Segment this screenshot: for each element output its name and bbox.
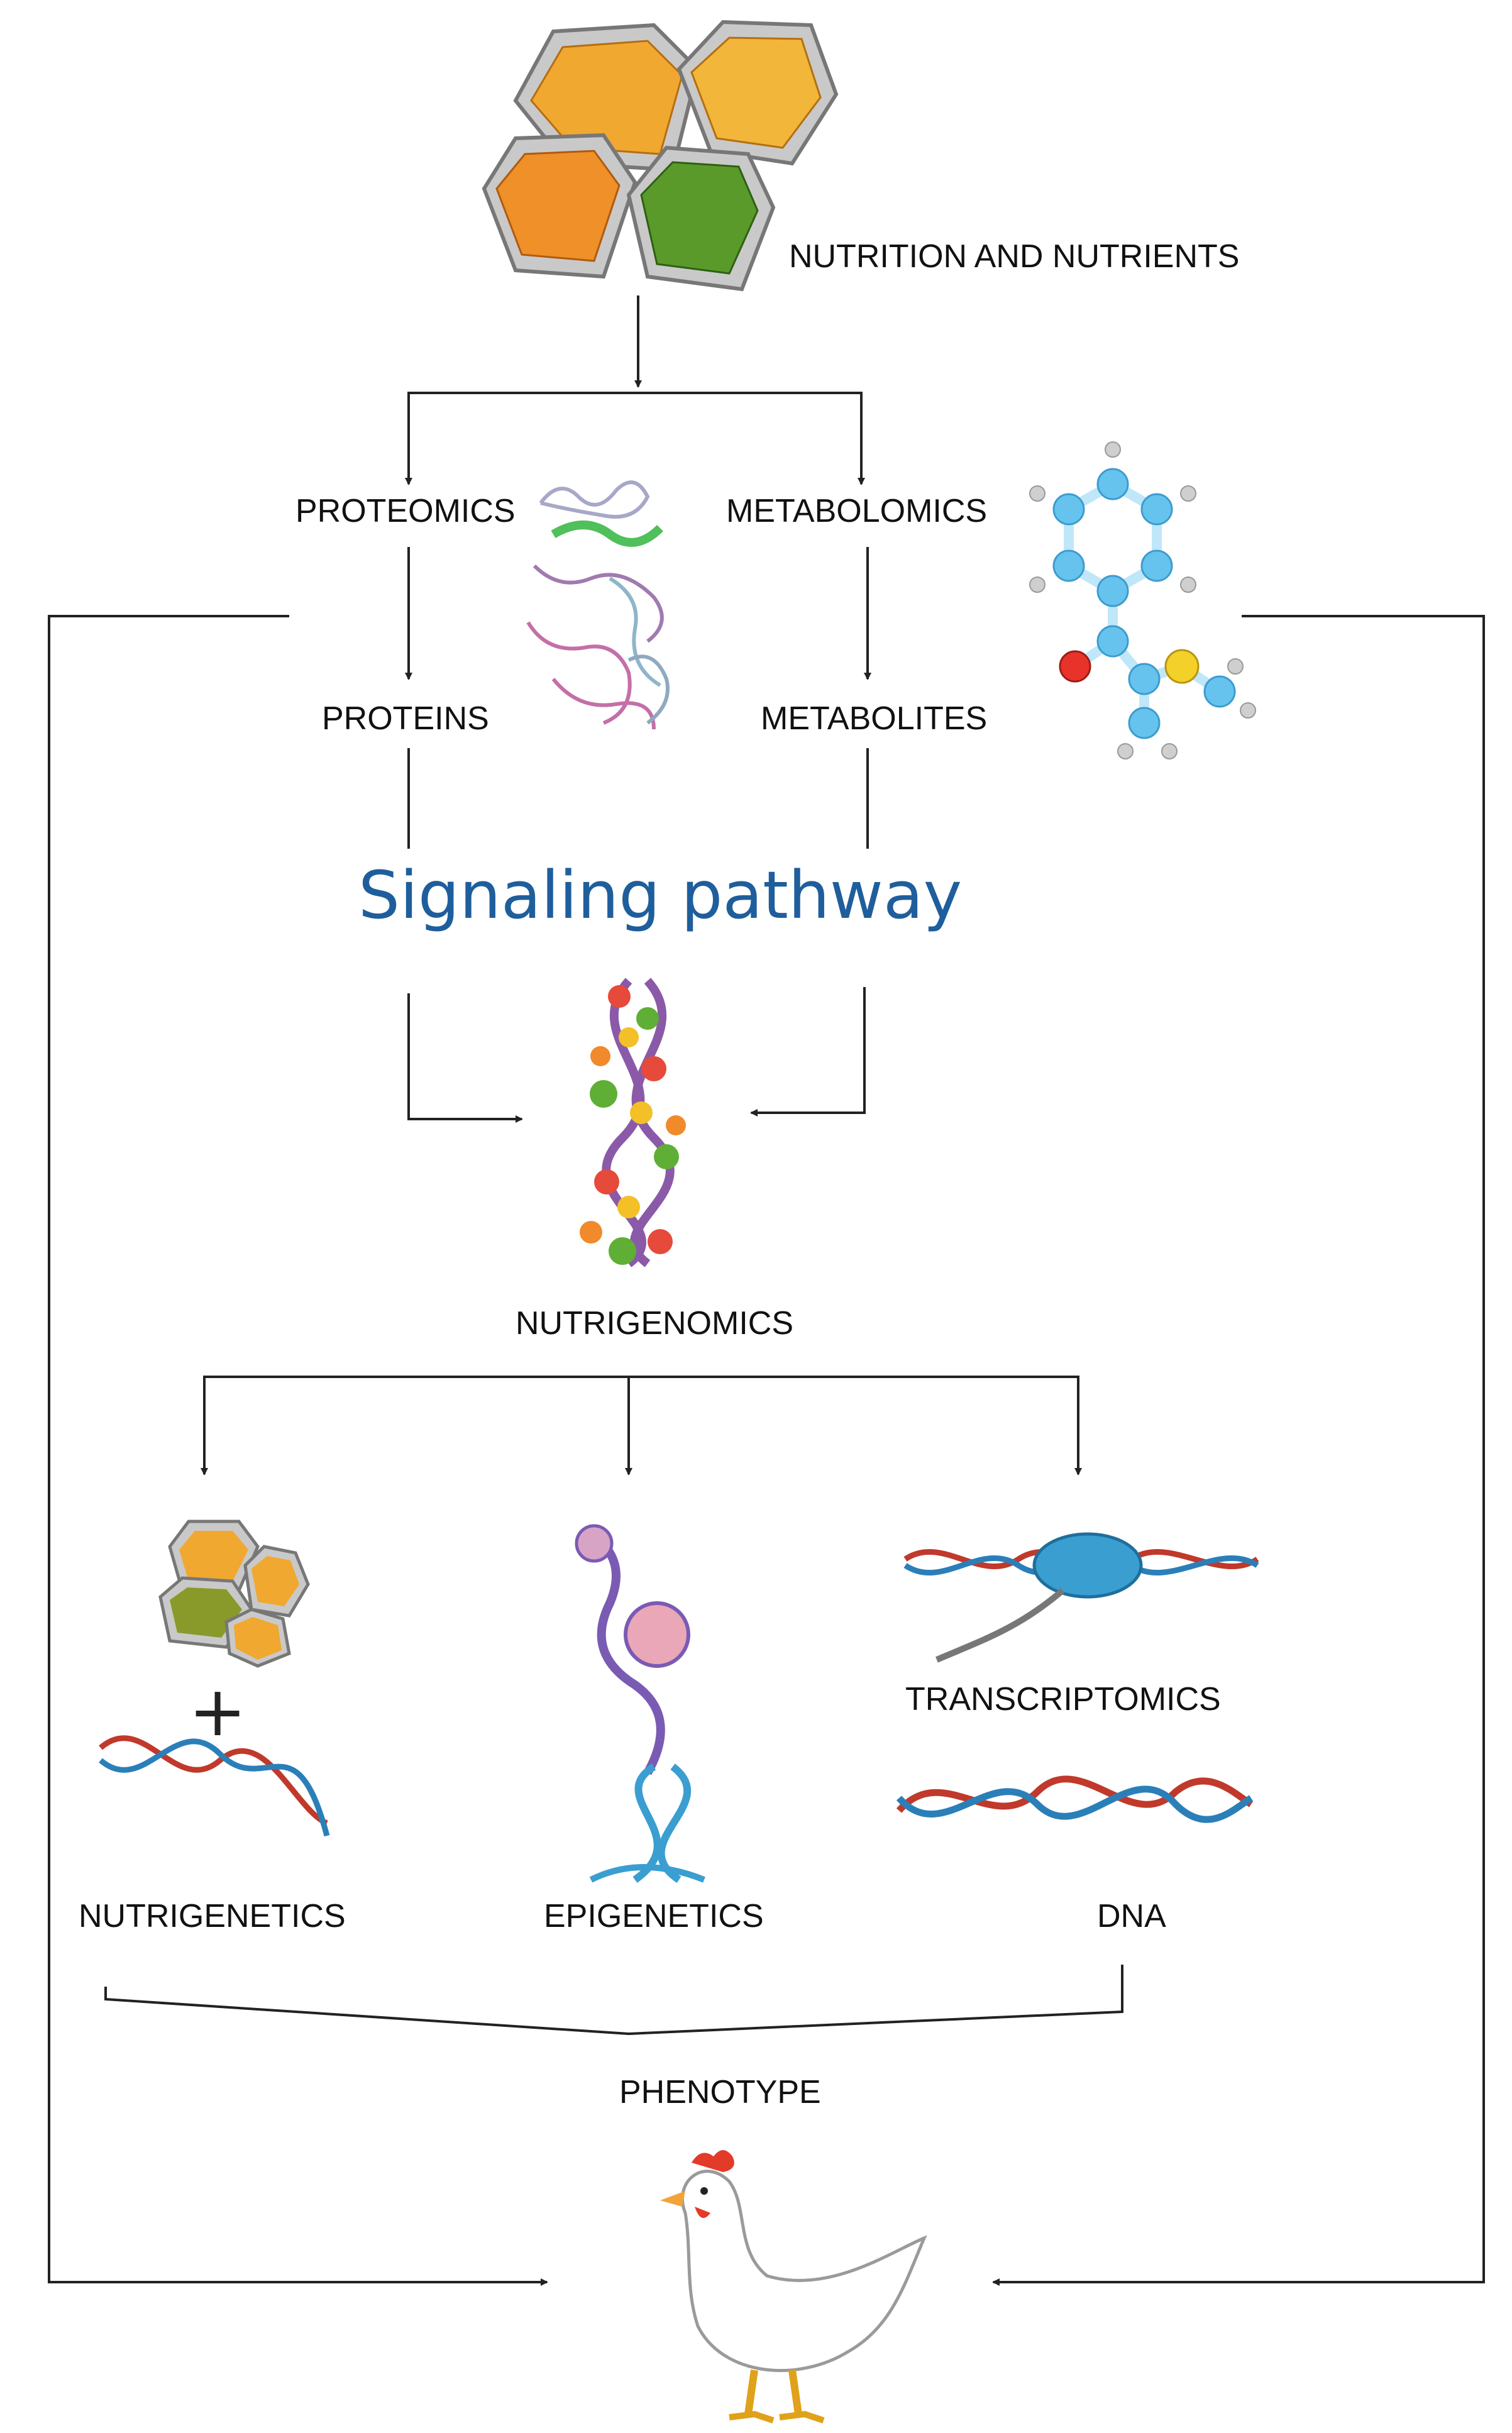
epigenetics-label: EPIGENETICS bbox=[544, 1898, 764, 1934]
molecule-icon bbox=[1029, 441, 1256, 759]
metabolites-label: METABOLITES bbox=[761, 700, 987, 737]
food-dna-helix-icon bbox=[580, 978, 686, 1267]
dna-helix-small-icon bbox=[99, 1735, 330, 1837]
protein-structure-icon bbox=[526, 480, 670, 730]
nutrigenetics-label: NUTRIGENETICS bbox=[79, 1898, 346, 1934]
plus-sign: + bbox=[189, 1671, 246, 1752]
nutrigenomics-branch bbox=[203, 1376, 1079, 1465]
arrow-left-to-nutrigenomics bbox=[407, 993, 523, 1123]
split-branch bbox=[407, 392, 863, 450]
chicken-icon bbox=[660, 2150, 927, 2424]
transcription-icon bbox=[903, 1532, 1259, 1663]
metabolomics-label: METABOLOMICS bbox=[726, 493, 987, 529]
nutrigenomics-label: NUTRIGENOMICS bbox=[516, 1305, 793, 1342]
nutrition-label: NUTRITION AND NUTRIENTS bbox=[789, 238, 1239, 275]
arrow-right-to-nutrigenomics bbox=[750, 987, 866, 1117]
proteomics-label: PROTEOMICS bbox=[295, 493, 516, 529]
food-cells-small-icon bbox=[158, 1520, 310, 1668]
dna-label: DNA bbox=[1097, 1898, 1166, 1934]
proteins-label: PROTEINS bbox=[322, 700, 489, 737]
phenotype-label: PHENOTYPE bbox=[619, 2074, 821, 2110]
signaling-pathway-title: Signaling pathway bbox=[358, 857, 962, 934]
connectors bbox=[48, 295, 1485, 2286]
food-cells-icon bbox=[482, 19, 839, 292]
phenotype-bracket bbox=[104, 1965, 1123, 2036]
chromatin-icon bbox=[575, 1524, 705, 1883]
right-loop-arrow bbox=[992, 615, 1485, 2286]
dna-helix-icon bbox=[896, 1775, 1254, 1823]
transcriptomics-label: TRANSCRIPTOMICS bbox=[905, 1681, 1221, 1718]
left-loop-arrow bbox=[48, 615, 548, 2286]
